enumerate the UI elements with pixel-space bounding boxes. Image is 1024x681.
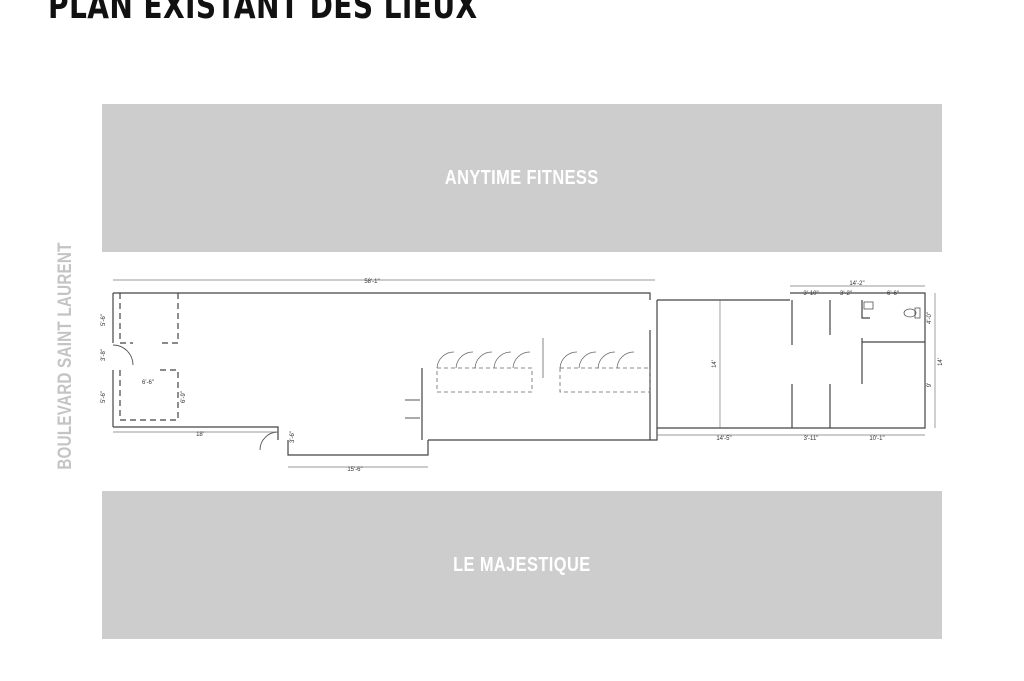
dim-front-width: 18' <box>196 432 204 438</box>
dimension-lines <box>113 279 936 468</box>
cubicle-swing-9 <box>616 351 635 369</box>
dim-rear-total: 14'-2" <box>849 281 864 287</box>
dim-corridor-height: 14' <box>712 360 718 368</box>
cubicle-swing-2 <box>455 351 474 369</box>
main-room-right-wall <box>428 300 658 441</box>
cubicle-row-left <box>436 367 533 393</box>
neighbor-building-top: ANYTIME FITNESS <box>102 104 942 252</box>
dim-front-room-3: 6'-6" <box>142 380 154 386</box>
rear-outline <box>790 292 926 429</box>
sink-icon <box>863 301 874 310</box>
dim-rear-d: 3'-11" <box>804 436 819 442</box>
plan-walls <box>112 292 926 456</box>
dim-rear-right-lower: 9' <box>927 383 933 387</box>
cubicle-swing-8 <box>597 351 616 369</box>
cubicles <box>436 338 651 393</box>
cubicle-swing-3 <box>474 351 493 369</box>
dim-rear-b: 3'-2" <box>840 291 852 297</box>
dim-front-room-5: 3'-8" <box>101 349 107 361</box>
dim-front-door: 3'-6" <box>290 431 296 443</box>
cubicle-swing-7 <box>578 351 597 369</box>
dim-rear-height: 14' <box>938 358 944 366</box>
dim-rear-a: 3'-10" <box>803 291 818 297</box>
cubicle-row-right <box>559 367 651 393</box>
neighbor-top-label: ANYTIME FITNESS <box>445 166 599 189</box>
cubicle-swing-4 <box>493 351 512 369</box>
dim-corridor-length: 14'-5" <box>716 436 731 442</box>
dim-rear-e: 10'-1" <box>869 436 884 442</box>
front-top-wall <box>113 292 651 300</box>
dim-rear-right-upper: 4'-0" <box>927 312 933 324</box>
washroom-wall-1 <box>861 300 870 319</box>
cubicle-swing-1 <box>436 351 455 369</box>
door-swings <box>112 344 420 451</box>
entry-door-swing <box>259 431 279 451</box>
dim-front-room-4: 6'-9" <box>181 391 187 403</box>
toilet-icon <box>903 307 921 319</box>
neighbor-building-bottom: LE MAJESTIQUE <box>102 491 942 639</box>
cubicle-swing-5 <box>512 351 531 369</box>
dim-overall: 58'-1" <box>364 279 379 285</box>
double-door <box>405 399 420 419</box>
neighbor-bottom-label: LE MAJESTIQUE <box>453 553 591 576</box>
dim-front-room-1: 5'-6" <box>101 314 107 326</box>
front-room-bottom-outline <box>119 369 179 421</box>
front-room-top-outline <box>119 293 133 344</box>
dim-front-room-2: 5'-6" <box>101 391 107 403</box>
front-bottom-wall <box>113 426 279 440</box>
dim-front-depth: 15'-6" <box>347 467 362 473</box>
dim-rear-c: 6'-6" <box>887 291 899 297</box>
front-room-top-right <box>160 293 179 344</box>
cubicle-swing-6 <box>559 351 578 369</box>
entry-recess-wall <box>287 440 429 456</box>
front-door-swing <box>112 344 134 366</box>
page-title: PLAN EXISTANT DES LIEUX <box>48 0 478 27</box>
